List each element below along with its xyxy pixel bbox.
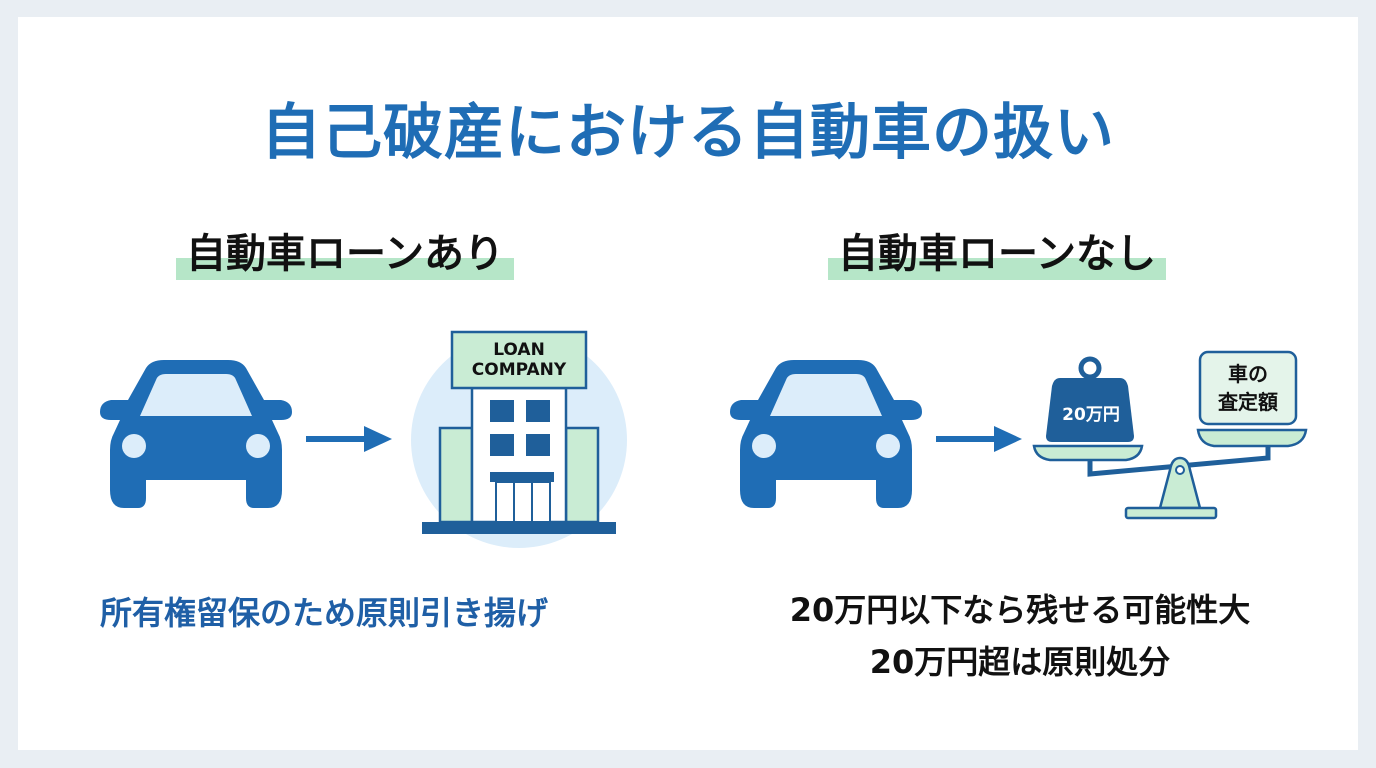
weight-label: 20万円 [1062,405,1120,425]
sign-line-2: COMPANY [471,360,567,380]
tag-line-2: 査定額 [1218,390,1278,414]
right-heading: 自動車ローンなし [828,228,1166,280]
right-caption-line-2: 20万円超は原則処分 [869,643,1171,681]
loan-company-sign: LOAN COMPANY [452,340,586,380]
left-heading: 自動車ローンあり [176,228,514,280]
heading-highlight [828,258,1166,280]
right-caption-line-1: 20万円以下なら残せる可能性大 [789,591,1251,629]
tag-line-1: 車の [1228,362,1268,386]
heading-highlight [176,258,514,280]
arrow-right-icon [936,426,1022,452]
loan-company-building-icon [411,330,627,548]
right-caption: 20万円以下なら残せる可能性大 20万円超は原則処分 [700,584,1340,688]
arrow-right-icon [306,426,392,452]
page-title: 自己破産における自動車の扱い [261,98,1115,168]
sign-line-1: LOAN [493,340,545,360]
balance-scale-icon [1032,350,1308,520]
left-caption: 所有権留保のため原則引き揚げ [100,594,549,632]
car-icon [100,360,292,508]
right-heading-text: 自動車ローンなし [838,231,1156,277]
appraisal-tag: 車の 査定額 [1200,360,1296,416]
left-heading-text: 自動車ローンあり [186,231,504,277]
car-icon [730,360,922,508]
